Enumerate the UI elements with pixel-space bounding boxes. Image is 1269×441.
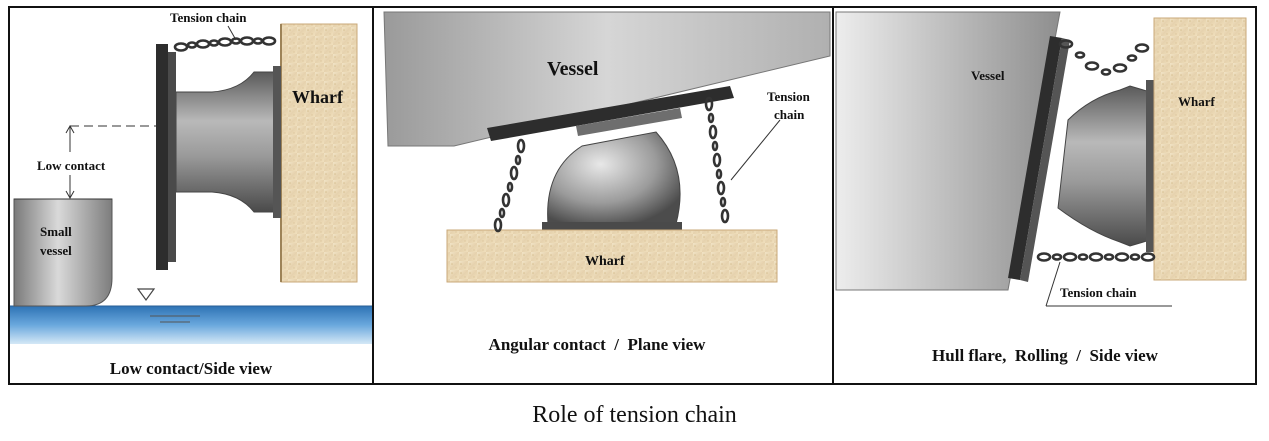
small-vessel-label-line2: vessel xyxy=(40,243,72,258)
panel-low-contact: Small vessel Low contact Wharf xyxy=(10,10,372,378)
vessel-hull xyxy=(383,11,831,147)
fender-base-flange xyxy=(542,222,682,230)
tension-chain-top xyxy=(173,36,277,52)
low-contact-arrow-top xyxy=(65,124,75,134)
low-contact-label: Low contact xyxy=(37,158,106,173)
tension-chain-pointer xyxy=(227,25,237,41)
water xyxy=(10,306,372,344)
panel-hull-flare: Vessel Wharf xyxy=(835,11,1247,365)
tension-chain-pointer xyxy=(730,119,781,181)
tension-chain-label: Tension chain xyxy=(1060,285,1137,300)
low-contact-arrow-bottom xyxy=(65,190,75,200)
tension-chain-label: Tension chain xyxy=(170,10,247,25)
tension-chain-label-line1: Tension xyxy=(767,89,811,104)
fender-front-panel-pad xyxy=(576,108,682,136)
fender-front-panel-pad xyxy=(168,52,176,262)
fender-front-panel-pad xyxy=(1020,38,1070,282)
tension-chain-bottom xyxy=(1036,252,1156,262)
wharf-label: Wharf xyxy=(292,87,344,107)
wharf-label: Wharf xyxy=(1178,94,1216,109)
tension-chain-left xyxy=(493,138,526,233)
fender-front-panel xyxy=(156,44,168,270)
wharf-block xyxy=(280,23,358,283)
panel3-caption: Hull flare, Rolling / Side view xyxy=(932,346,1159,365)
wharf-label: Wharf xyxy=(585,254,625,269)
figure-frame xyxy=(8,6,1257,385)
fender-front-panel xyxy=(1008,36,1062,280)
vessel-hull xyxy=(835,11,1061,291)
panel2-caption: Angular contact / Plane view xyxy=(489,335,707,354)
fender-front-panel xyxy=(487,86,734,141)
fender-cone xyxy=(1057,85,1151,247)
figure-caption: Role of tension chain xyxy=(532,402,737,428)
wharf-block xyxy=(1153,17,1247,281)
water-level-symbol xyxy=(136,288,156,302)
tension-chain-right xyxy=(704,96,730,224)
fender-cone xyxy=(175,71,277,213)
panel-angular-contact: Vessel Wharf xyxy=(383,11,831,354)
vessel-label: Vessel xyxy=(971,68,1005,83)
fender-rubber-cell xyxy=(547,131,681,225)
fender-base-flange xyxy=(273,66,281,218)
small-vessel-label-line1: Small xyxy=(40,224,72,239)
panel1-caption: Low contact/Side view xyxy=(110,359,273,378)
tension-chain-top xyxy=(1058,39,1150,76)
wharf-slab xyxy=(446,229,778,283)
fender-base-flange xyxy=(1146,80,1154,252)
tension-chain-pointer xyxy=(1045,261,1061,307)
vessel-label: Vessel xyxy=(547,58,599,80)
tension-chain-label-line2: chain xyxy=(774,107,805,122)
small-vessel xyxy=(13,198,113,307)
